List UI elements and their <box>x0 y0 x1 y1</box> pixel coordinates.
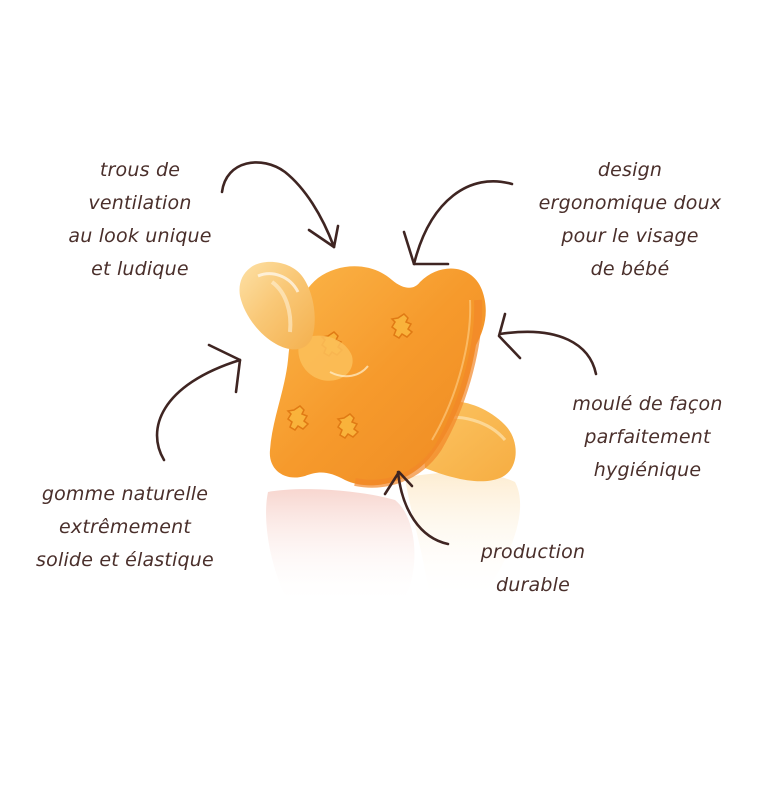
curved-arrow-up-icon <box>383 470 450 546</box>
reflection <box>266 472 521 605</box>
annotation-line: extrêmement <box>59 516 191 538</box>
annotation-line: gomme naturelle <box>41 483 209 505</box>
annotation-line: parfaitement <box>584 426 711 448</box>
annotation-line: design <box>597 159 663 181</box>
curved-arrow-left-icon <box>497 312 598 376</box>
annotation-ergonomic-design: design ergonomique doux pour le visage d… <box>500 154 760 286</box>
curved-arrow-up-right-icon <box>155 343 242 462</box>
curved-arrow-down-right-icon <box>220 161 340 249</box>
annotation-line: moulé de façon <box>572 393 723 415</box>
annotation-line: durable <box>496 574 570 596</box>
pacifier-shield <box>269 266 486 488</box>
annotation-line: ventilation <box>88 192 192 214</box>
annotation-sustainable-production: production durable <box>448 536 618 602</box>
annotation-line: production <box>480 541 586 563</box>
pacifier-nipple <box>239 261 315 350</box>
annotation-line: pour le visage <box>561 225 699 247</box>
annotation-hygienic-mold: moulé de façon parfaitement hygiénique <box>535 388 760 487</box>
annotation-natural-rubber: gomme naturelle extrêmement solide et él… <box>0 478 250 577</box>
annotation-ventilation-holes: trous de ventilation au look unique et l… <box>20 154 260 286</box>
annotation-line: au look unique <box>68 225 212 247</box>
annotation-line: de bébé <box>590 258 670 280</box>
annotation-line: et ludique <box>91 258 189 280</box>
curved-arrow-down-left-icon <box>402 179 514 266</box>
annotation-line: hygiénique <box>593 459 702 481</box>
annotation-line: ergonomique doux <box>538 192 722 214</box>
annotation-line: trous de <box>99 159 181 181</box>
annotation-line: solide et élastique <box>36 549 214 571</box>
